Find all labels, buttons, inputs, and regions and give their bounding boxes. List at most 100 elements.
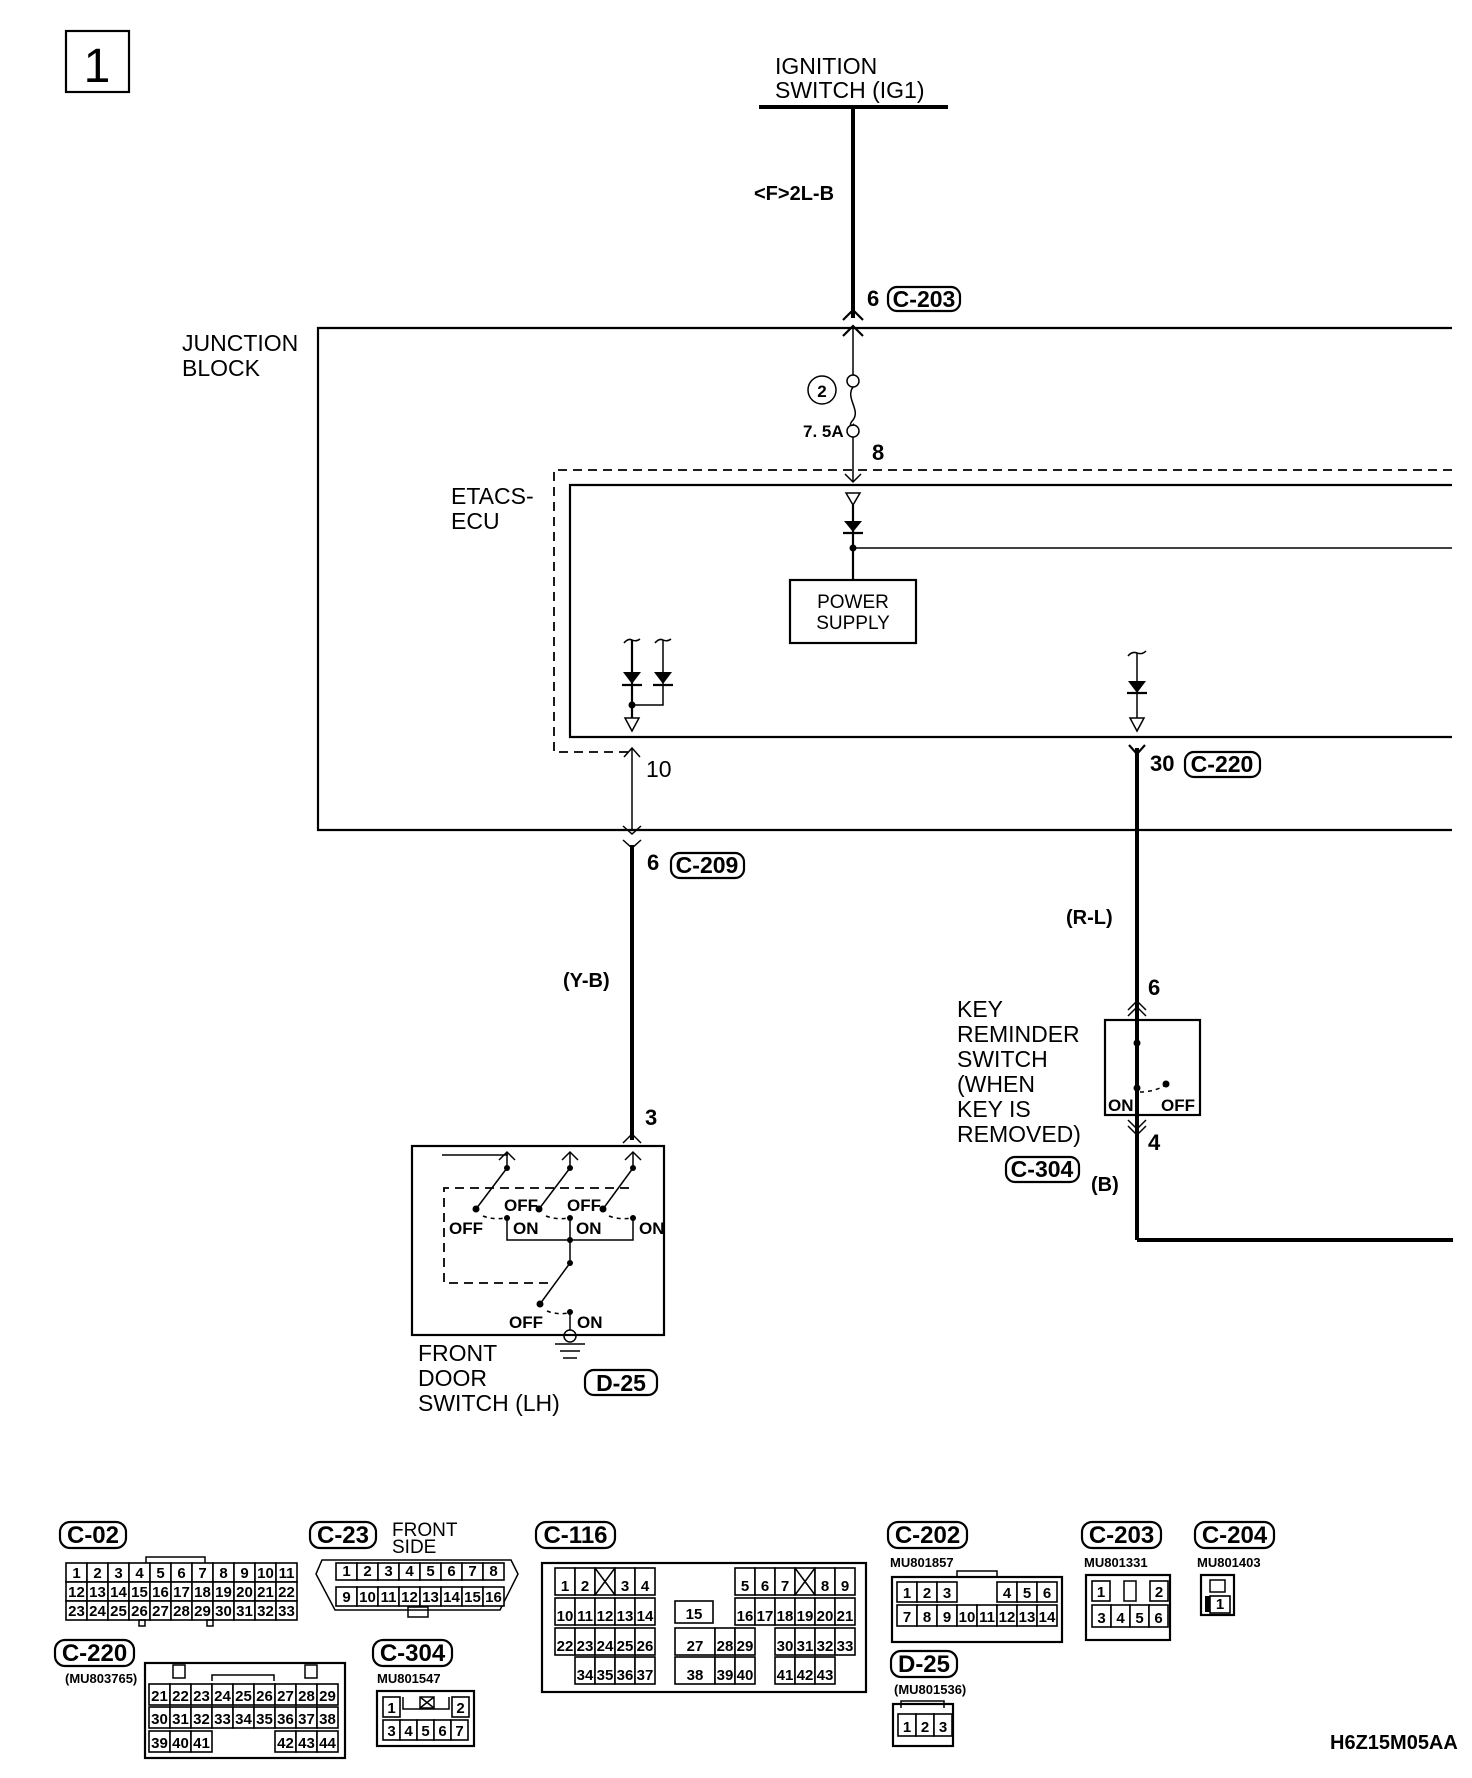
pin-number: 1 [387,1700,395,1717]
pin-cell: 22 [554,1627,576,1656]
connector-tag-d25[interactable]: D-25 [889,1649,959,1679]
pin-cell: 8 [212,1562,235,1583]
connector-tag-c220[interactable]: C-220 [1183,750,1262,779]
connector-part-number: MU801331 [1084,1555,1148,1570]
pin-cell: 18 [191,1581,214,1602]
pin-number: 37 [298,1711,315,1728]
pin-cell: 26 [253,1683,276,1706]
svg-text:POWER: POWER [817,592,889,613]
pin-number: 11 [577,1608,593,1625]
pin-number: 39 [717,1667,734,1684]
pin-cell: 31 [794,1627,816,1656]
pin-cell: 4 [398,1562,421,1581]
connector-tag-c209[interactable]: C-209 [669,851,746,880]
key-switch-label-4: (WHEN [957,1071,1035,1097]
pin-cell: 4 [996,1581,1018,1603]
pin-cell: 13 [1016,1604,1038,1627]
connector-tag-c220[interactable]: C-220 [53,1638,136,1668]
connector-tag-c23[interactable]: C-23 [308,1520,378,1550]
pin-cell: 38 [316,1706,339,1729]
junction-label-1: JUNCTION [182,330,298,356]
pin-cell: 1 [382,1696,401,1718]
pin-number: 5 [1135,1610,1143,1627]
key-switch-pin-bottom: 4 [1148,1130,1161,1155]
pin-cell: 5 [1129,1604,1150,1628]
connector-tag-c203[interactable]: C-203 [1080,1520,1163,1550]
pin-number: 24 [89,1603,106,1620]
pin-cell: 31 [169,1706,192,1729]
pin-number: 7 [903,1609,911,1626]
pin-cell: 40 [169,1730,192,1753]
pin-number: 1 [1216,1596,1224,1613]
pin-number: 11 [381,1589,397,1606]
pin-cell: 37 [634,1656,656,1685]
connector-tag-c304[interactable]: C-304 [371,1638,454,1668]
pin-cell: 17 [754,1597,776,1626]
key-wire-color-bottom: (B) [1091,1174,1119,1196]
pin-cell [594,1567,616,1596]
pin-number: 44 [319,1735,336,1752]
pin-number: 43 [298,1735,315,1752]
pin-cell: 3 [1091,1604,1112,1628]
connector-tag-c203[interactable]: C-203 [886,285,962,313]
junction-block: JUNCTION BLOCK [182,326,1452,832]
pin-cell: 2 [356,1562,379,1581]
pin-cell: 35 [253,1706,276,1729]
pin-number: 2 [363,1563,371,1580]
pin-number: 23 [577,1638,594,1655]
pin-number: 13 [1019,1609,1036,1626]
pin-number: 2 [921,1719,929,1736]
pin-cell: 26 [634,1627,656,1656]
connector-tag-c02[interactable]: C-02 [58,1520,128,1550]
pin-cell: 14 [107,1581,130,1602]
connector-tag-c304[interactable]: C-304 [1004,1155,1081,1184]
pin-number: 31 [797,1638,814,1655]
pin-number: 15 [131,1584,148,1601]
pin-cell: 33 [275,1600,298,1621]
pin-number: 11 [979,1609,995,1626]
fuse-rating: 7. 5A [803,422,844,441]
pin-number: 10 [959,1609,976,1626]
connector-tag-c116[interactable]: C-116 [534,1520,617,1550]
pin-number: 3 [621,1578,629,1595]
pin-number: 8 [923,1609,931,1626]
connector-tag-c204[interactable]: C-204 [1193,1520,1276,1550]
pin-number: 13 [617,1608,634,1625]
pin-number: 32 [817,1638,834,1655]
pin-number: 25 [617,1638,634,1655]
connector-name: C-220 [62,1640,127,1667]
pin-number: 3 [387,1723,395,1740]
etacs-door-pin: 10 [646,756,672,782]
pin-cell: 9 [834,1567,856,1596]
junction-label-2: BLOCK [182,355,261,381]
pin-number: 14 [1039,1609,1056,1626]
pin-number: 17 [757,1608,774,1625]
pin-cell: 6 [1036,1581,1058,1603]
pin-number: 30 [151,1711,168,1728]
connector-name: C-304 [380,1640,446,1667]
pin-number: 18 [194,1584,211,1601]
pin-cell: 7 [450,1719,469,1741]
switch-off-label: OFF [504,1196,538,1215]
pin-number: 10 [359,1589,376,1606]
pin-number: 8 [821,1578,829,1595]
pin-cell: 19 [794,1597,816,1626]
connector-name: C-23 [317,1522,369,1549]
ground-icon [555,1329,585,1359]
connector-tag-c202[interactable]: C-202 [886,1520,969,1550]
pin-number: 13 [89,1584,106,1601]
pin-cell: 3 [614,1567,636,1596]
pin-number: 22 [557,1638,574,1655]
pin-number: 31 [172,1711,189,1728]
pin-cell: 23 [190,1683,213,1706]
pin-number: 3 [943,1585,951,1602]
pin-cell: 7 [896,1604,918,1627]
pin-number: 12 [401,1589,418,1606]
pin-cell: 36 [274,1706,297,1729]
pin-number: 7 [198,1565,206,1582]
key-switch-label-2: REMINDER [957,1021,1080,1047]
pin-number: 28 [298,1688,315,1705]
connector-tag-d25[interactable]: D-25 [583,1368,659,1397]
key-switch-off: OFF [1161,1096,1195,1115]
